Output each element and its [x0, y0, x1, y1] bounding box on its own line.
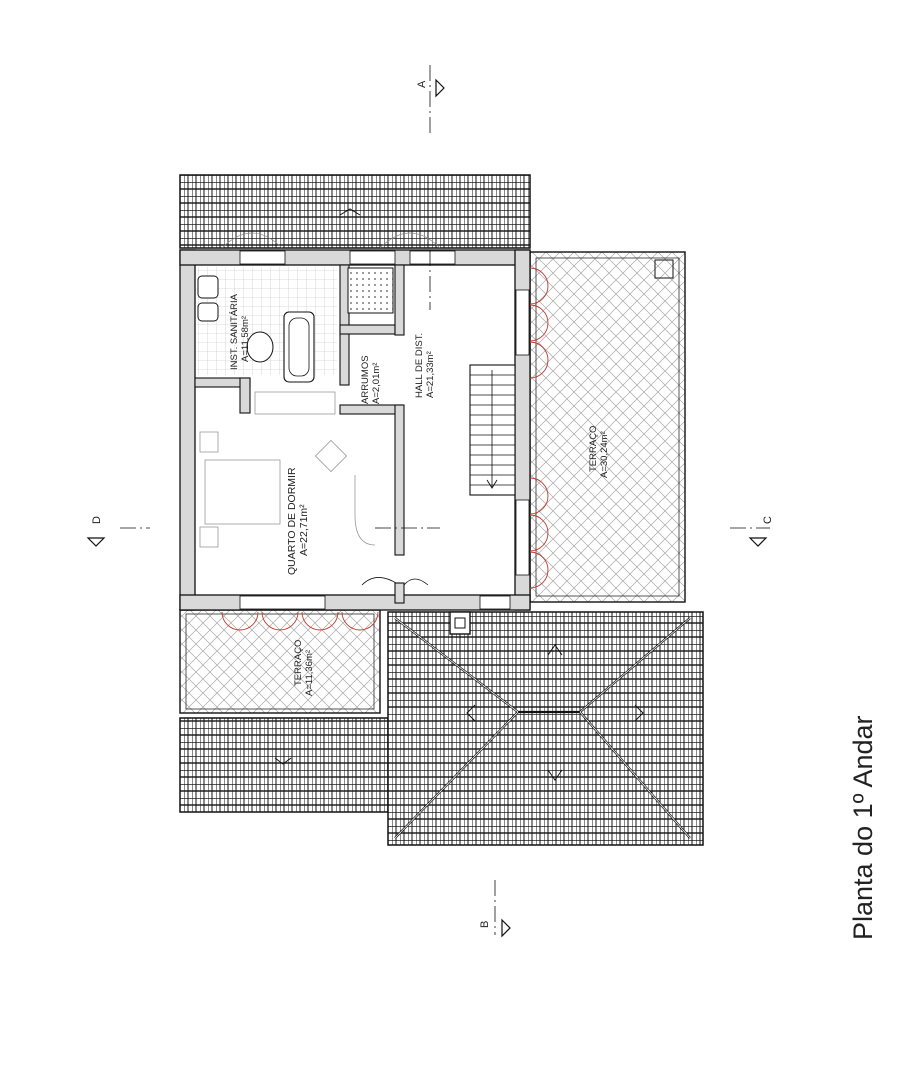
- room-label-arrumos: ARRUMOS A=2,01m²: [360, 355, 382, 404]
- roof-top: [179, 174, 531, 249]
- drawing-title-container: Planta do 1º Andar: [808, 640, 878, 940]
- room-label-terraco-small: TERRAÇO A=11,36m²: [293, 640, 315, 696]
- room-label-terraco-large: TERRAÇO A=30,24m²: [588, 426, 610, 478]
- drawing-title: Planta do 1º Andar: [848, 715, 878, 940]
- bedroom-furniture: [199, 391, 376, 548]
- svg-text:A=11,36m²: A=11,36m²: [304, 650, 315, 696]
- section-mark-D: D: [91, 516, 103, 524]
- room-label-inst-sanitaria: INST. SANITÁRIA A=11,58m²: [229, 293, 251, 370]
- interior-walls: [194, 264, 405, 604]
- wall-openings: [239, 250, 530, 610]
- staircase: [469, 364, 516, 496]
- svg-text:B: B: [479, 921, 491, 928]
- door-swings: [221, 267, 549, 631]
- room-label-quarto: QUARTO DE DORMIR A=22,71m²: [286, 467, 310, 575]
- section-mark-B: B: [479, 921, 491, 928]
- roof-hip: [387, 611, 704, 846]
- room-label-hall: HALL DE DIST. A=21,33m²: [414, 333, 436, 398]
- svg-text:A: A: [416, 80, 428, 88]
- svg-text:C: C: [762, 516, 774, 524]
- section-axes: [120, 65, 770, 935]
- terrace-small: [179, 609, 381, 714]
- svg-text:TERRAÇO: TERRAÇO: [588, 426, 599, 472]
- svg-text:A=21,33m²: A=21,33m²: [425, 351, 436, 398]
- svg-text:HALL DE DIST.: HALL DE DIST.: [414, 333, 425, 398]
- section-mark-C: C: [762, 516, 774, 524]
- svg-text:A=22,71m²: A=22,71m²: [298, 504, 310, 556]
- bathroom-fixtures: [197, 267, 394, 383]
- svg-text:A=11,58m²: A=11,58m²: [240, 316, 251, 362]
- terrace-large: [529, 251, 686, 603]
- roof-bottom-left: [179, 717, 389, 813]
- interior-door-swings: [361, 577, 429, 586]
- section-mark-A: A: [416, 80, 428, 88]
- svg-text:TERRAÇO: TERRAÇO: [293, 640, 304, 686]
- section-arrows: [86, 78, 768, 938]
- svg-text:INST. SANITÁRIA: INST. SANITÁRIA: [229, 293, 240, 370]
- svg-text:A=2,01m²: A=2,01m²: [371, 363, 382, 404]
- svg-text:ARRUMOS: ARRUMOS: [360, 355, 371, 404]
- svg-text:D: D: [91, 516, 103, 524]
- svg-text:A=30,24m²: A=30,24m²: [599, 431, 610, 478]
- svg-text:QUARTO DE DORMIR: QUARTO DE DORMIR: [286, 467, 298, 575]
